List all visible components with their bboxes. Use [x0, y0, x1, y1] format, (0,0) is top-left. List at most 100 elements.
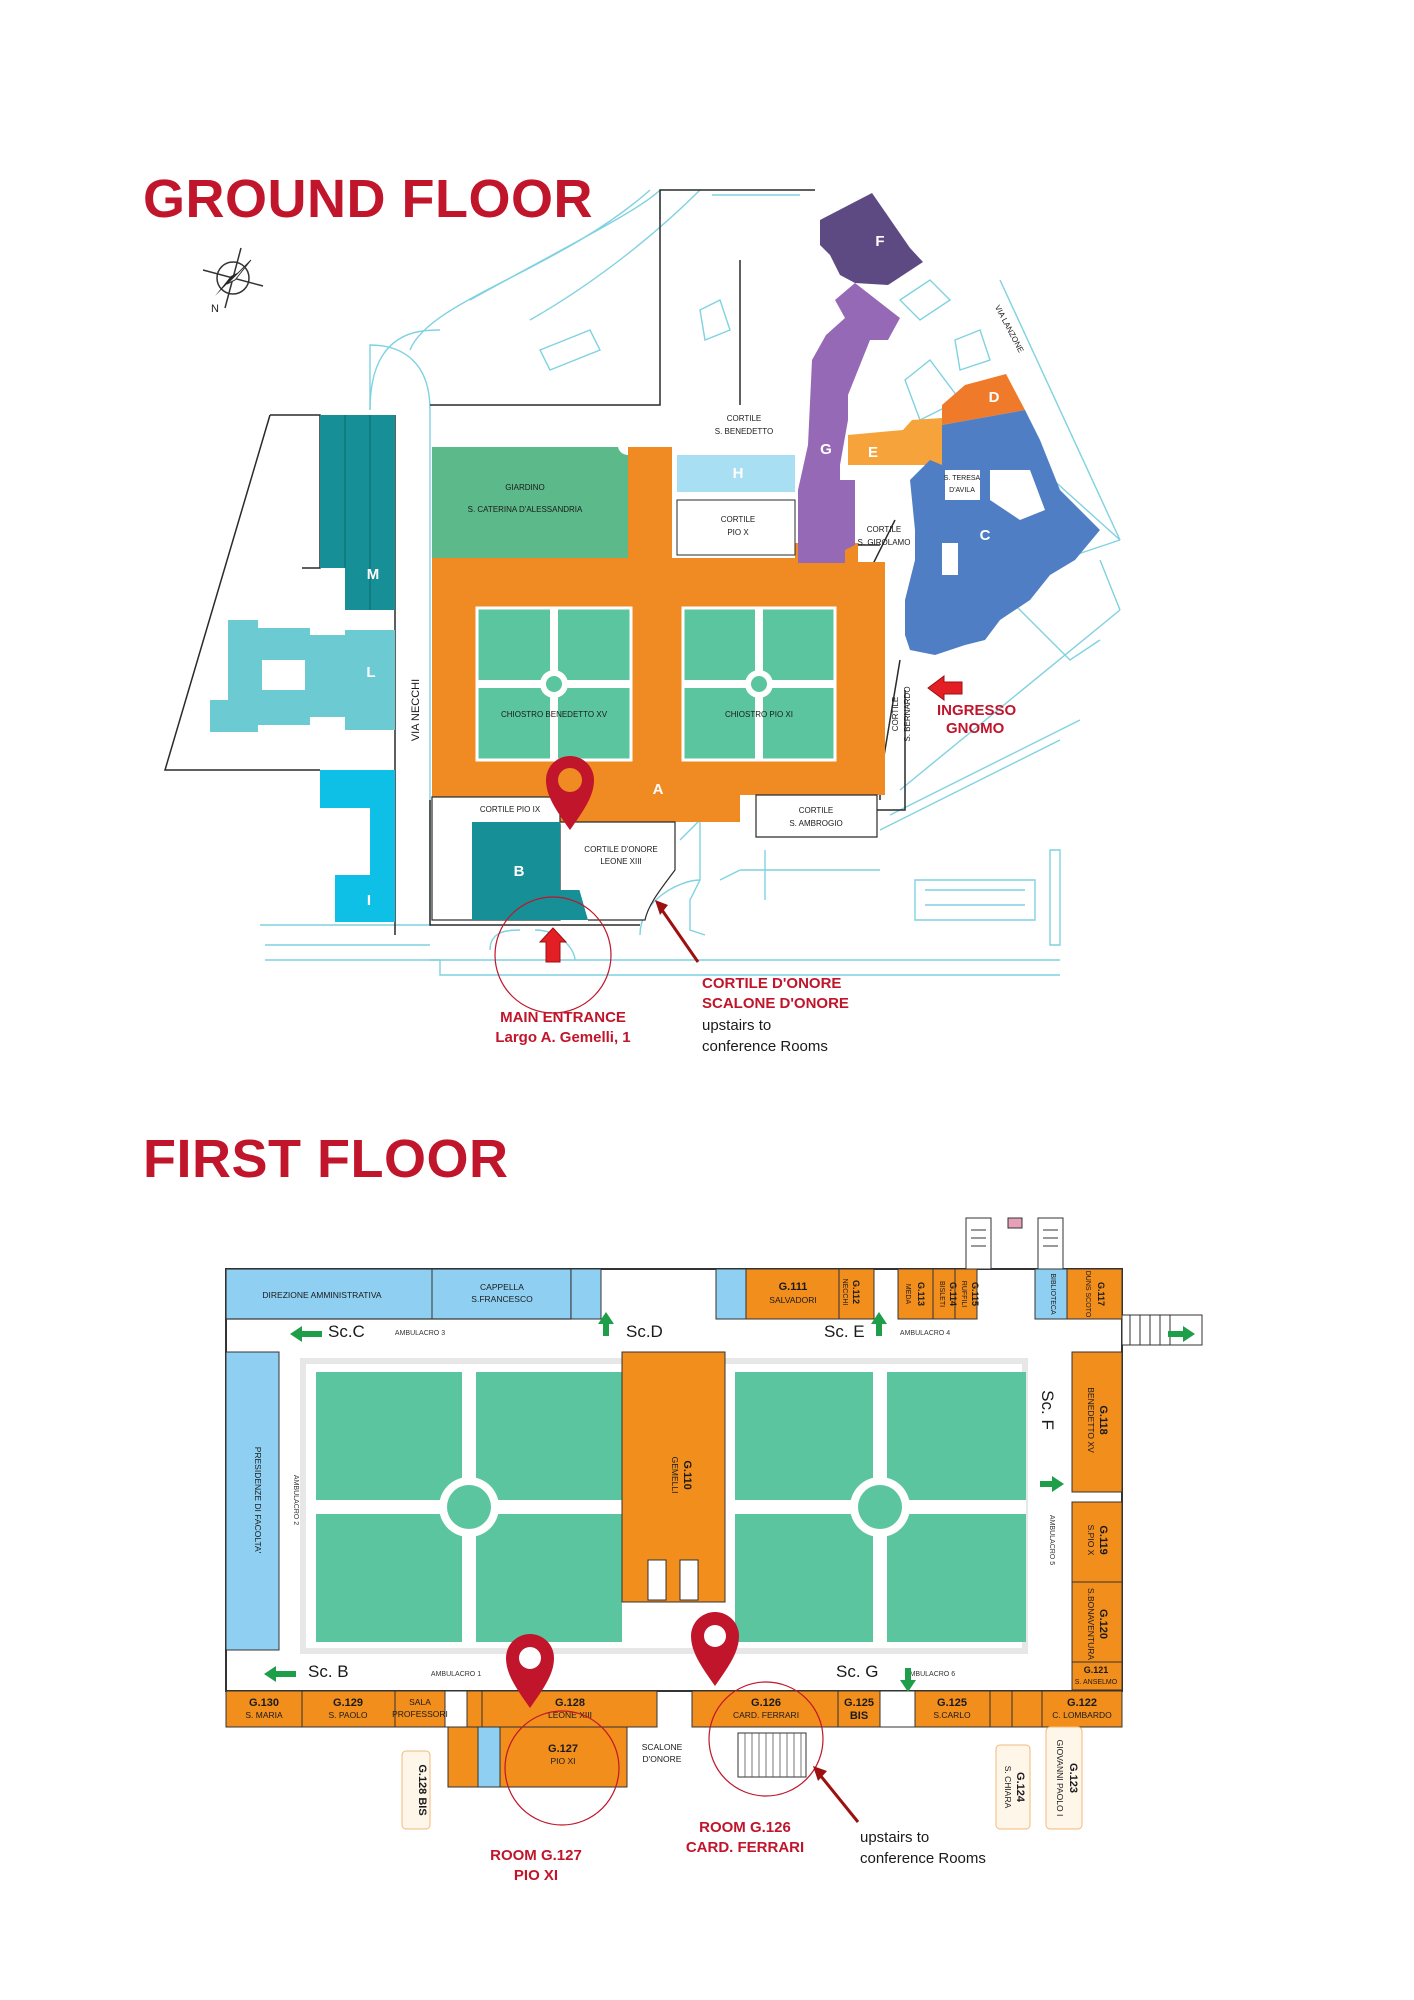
block-e-letter: E	[868, 444, 878, 461]
entrance-arrow-icon	[538, 927, 568, 963]
room-g126-code: G.126	[751, 1697, 781, 1709]
block-l-letter: L	[366, 664, 375, 681]
sc-f-label: Sc. F	[1038, 1390, 1057, 1430]
room-g112-name: NECCHI	[841, 1279, 848, 1306]
room-g125-code: G.125	[937, 1697, 967, 1709]
room-g117-code: G.117	[1096, 1282, 1106, 1306]
cortile-onore-label: CORTILE D'ONORE	[584, 845, 657, 854]
room-g125-name: S.CARLO	[933, 1710, 971, 1720]
block-m	[320, 415, 395, 610]
upstairs-note: upstairs to	[860, 1829, 929, 1846]
chiostro-pio-label: CHIOSTRO PIO XI	[725, 710, 793, 719]
scalone-note-2: conference Rooms	[702, 1038, 828, 1055]
block-a-letter: A	[653, 781, 664, 798]
green-arrow-icons	[264, 1312, 1195, 1692]
room-g126-note: ROOM G.126	[699, 1819, 791, 1836]
room-g119-name: S.PIO X	[1086, 1525, 1096, 1556]
via-lanzone-label: VIA LANZONE	[993, 304, 1026, 355]
room-g127-highlight	[504, 1710, 620, 1826]
top-small-rooms	[838, 1268, 1123, 1320]
ambulacro-1-label: AMBULACRO 1	[431, 1671, 481, 1678]
block-b	[472, 822, 588, 920]
chiostro-benedetto	[475, 606, 633, 762]
room-g128bis-code: G.128 BIS	[416, 1764, 428, 1815]
block-c-letter: C	[980, 527, 991, 544]
room-g127-code: G.127	[548, 1743, 578, 1755]
block-m-letter: M	[367, 566, 380, 583]
ambulacro-4-label: AMBULACRO 4	[900, 1330, 950, 1337]
sc-b-label: Sc. B	[308, 1662, 349, 1681]
scalone-note: upstairs to	[702, 1017, 771, 1034]
cortile-piox-label-2: PIO X	[727, 528, 749, 537]
room-g110-name: GEMELLI	[670, 1457, 680, 1494]
room-g113-code: G.113	[916, 1282, 926, 1306]
upstairs-note-2: conference Rooms	[860, 1850, 986, 1867]
room-g121-code: G.121	[1084, 1665, 1109, 1675]
room-g111-code: G.111	[779, 1281, 808, 1293]
room-g124-code: G.124	[1014, 1772, 1026, 1803]
room-g113-name: MEDA	[904, 1284, 911, 1305]
sc-c-label: Sc.C	[328, 1322, 365, 1341]
room-g118-name: BENEDETTO XV	[1086, 1387, 1096, 1453]
compass-rose-icon: N	[202, 247, 264, 315]
block-d-letter: D	[989, 389, 1000, 406]
ambulacro-5-label: AMBULACRO 5	[1048, 1515, 1055, 1565]
sala-professori-label-2: PROFESSORI	[392, 1709, 448, 1719]
main-entrance-address: Largo A. Gemelli, 1	[495, 1029, 630, 1046]
block-i	[320, 770, 395, 922]
cortile-onore-label-2: LEONE XIII	[600, 857, 641, 866]
room-g130-code: G.130	[249, 1697, 279, 1709]
room-g128bis-box: G.128 BIS	[401, 1750, 431, 1830]
room-g110-code: G.110	[681, 1460, 693, 1489]
block-l	[210, 620, 395, 732]
room-g112-code: G.112	[851, 1280, 861, 1304]
room-g130-name: S. MARIA	[245, 1710, 283, 1720]
scalone-onore-label: SCALONE	[642, 1742, 683, 1752]
room-g129-code: G.129	[333, 1697, 363, 1709]
chiostro-benedetto-label: CHIOSTRO BENEDETTO XV	[501, 710, 608, 719]
sala-professori-label: SALA	[409, 1697, 431, 1707]
block-g-letter: G	[820, 441, 832, 458]
room-g117-name: DUNS SCOTO	[1084, 1271, 1091, 1318]
chiostro-pio	[681, 606, 837, 762]
room-g110	[621, 1351, 726, 1603]
cappella-label: CAPPELLA	[480, 1282, 524, 1292]
block-i-letter: I	[367, 892, 371, 909]
ingresso-gnomo-label-2: GNOMO	[946, 720, 1005, 737]
room-g126-name: CARD. FERRARI	[733, 1710, 799, 1720]
stairs-top	[965, 1217, 1203, 1346]
ground-floor-title: GROUND FLOOR	[143, 169, 593, 229]
via-necchi-label: VIA NECCHI	[410, 679, 422, 741]
map-pin-icon	[546, 756, 594, 830]
gnomo-arrow-icon	[927, 675, 963, 701]
room-g123-name: GIOVANNI PAOLO I	[1055, 1740, 1065, 1817]
sc-e-label: Sc. E	[824, 1322, 865, 1341]
ambulacro-2-label: AMBULACRO 2	[292, 1475, 299, 1525]
room-g126-note-2: CARD. FERRARI	[686, 1839, 804, 1856]
room-g123-code: G.123	[1067, 1763, 1079, 1793]
map-pin-icon-g127	[506, 1634, 554, 1708]
room-g127-note-2: PIO XI	[514, 1867, 558, 1884]
room-g126-highlight	[708, 1681, 824, 1797]
map-pin-icon-g126	[691, 1612, 739, 1686]
cortile-piox-label: CORTILE	[721, 515, 756, 524]
cortile-benedetto-label: CORTILE	[727, 414, 762, 423]
scalone-onore-label-2: D'ONORE	[643, 1754, 682, 1764]
first-floor-title: FIRST FLOOR	[143, 1129, 509, 1189]
room-g122-code: G.122	[1067, 1697, 1097, 1709]
cortile-ambrogio-label: CORTILE	[799, 806, 834, 815]
block-f-letter: F	[875, 233, 884, 250]
room-g127-note: ROOM G.127	[490, 1847, 582, 1864]
block-h-letter: H	[733, 465, 744, 482]
room-g115-code: G.115	[970, 1282, 980, 1306]
cortile-bernardo-label: CORTILE	[891, 697, 900, 732]
ingresso-gnomo-label: INGRESSO	[937, 702, 1017, 719]
room-g115-name: RUFFILI	[960, 1281, 967, 1308]
teresa-label: S. TERESA	[944, 475, 981, 482]
main-entrance-highlight	[494, 896, 612, 1014]
room-g127-name: PIO XI	[550, 1756, 575, 1766]
biblioteca-label: BIBLIOTECA	[1049, 1273, 1056, 1315]
sc-g-label: Sc. G	[836, 1662, 879, 1681]
courtyard-left	[316, 1372, 622, 1642]
